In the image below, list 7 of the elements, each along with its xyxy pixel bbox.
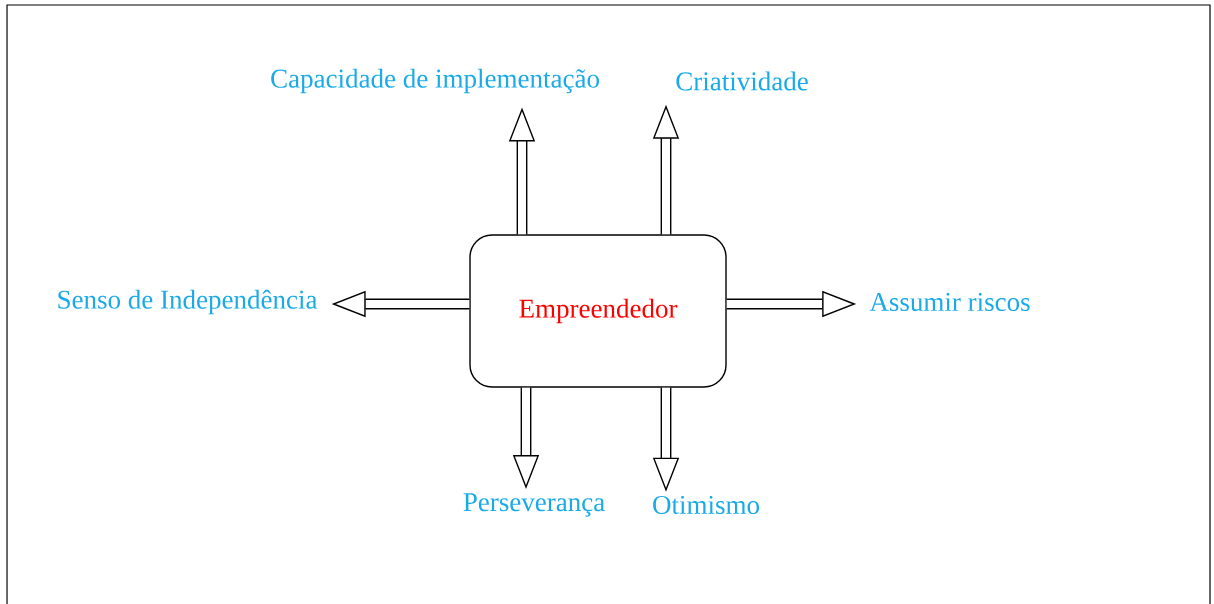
label-text: Criatividade [676,71,808,91]
label-text: Otimismo [653,495,759,515]
label-text: Perseverança [463,493,605,517]
label-text: Senso de Independência [58,289,318,315]
label-text: Assumir riscos [869,292,1030,312]
rounded-box: Empreendedor [469,234,727,388]
label-text: Capacidade de implementação [271,68,599,94]
